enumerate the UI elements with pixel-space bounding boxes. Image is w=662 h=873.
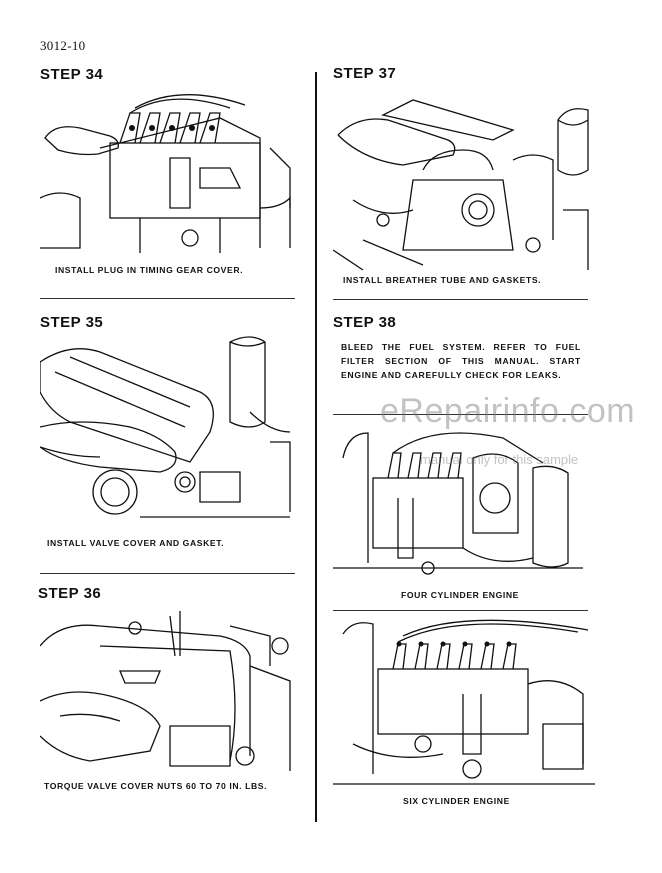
divider-four-six (333, 610, 588, 611)
valve-cover-illustration-icon (40, 336, 291, 518)
step-37-title: STEP 37 (333, 65, 397, 82)
four-cylinder-caption: FOUR CYLINDER ENGINE (401, 590, 519, 600)
step-34-illustration (40, 88, 296, 258)
six-cylinder-engine-illustration-icon (333, 619, 595, 785)
page-number: 3012-10 (40, 38, 86, 53)
step-36-illustration (40, 606, 296, 778)
column-divider (315, 72, 317, 822)
step-38-instructions: BLEED THE FUEL SYSTEM. REFER TO FUEL FIL… (341, 342, 581, 380)
step-35-title: STEP 35 (40, 314, 104, 331)
six-cylinder-illustration (333, 614, 595, 792)
step-35-illustration (40, 332, 296, 532)
torque-wrench-illustration-icon (40, 611, 291, 771)
step-38-title: STEP 38 (333, 314, 397, 331)
step-34-title: STEP 34 (40, 66, 104, 83)
watermark-subtext: manual only for this sample (420, 452, 579, 467)
step-37-caption: INSTALL BREATHER TUBE AND GASKETS. (343, 275, 542, 285)
breather-tube-illustration-icon (333, 99, 589, 271)
four-cylinder-engine-illustration-icon (333, 432, 583, 575)
divider-35-36 (40, 573, 295, 574)
divider-37-38 (333, 299, 588, 300)
step-36-caption: TORQUE VALVE COVER NUTS 60 TO 70 IN. LBS… (44, 781, 268, 791)
four-cylinder-illustration (333, 418, 583, 580)
divider-38-figure (333, 414, 588, 415)
divider-34-35 (40, 298, 295, 299)
step-35-caption: INSTALL VALVE COVER AND GASKET. (47, 538, 225, 548)
step-34-caption: INSTALL PLUG IN TIMING GEAR COVER. (55, 265, 244, 275)
step-36-title: STEP 36 (38, 585, 102, 602)
six-cylinder-caption: SIX CYLINDER ENGINE (403, 796, 510, 806)
watermark-text: eRepairinfo.com (380, 392, 636, 430)
fuel-pump-illustration-icon (40, 94, 291, 253)
step-37-illustration (333, 90, 593, 280)
